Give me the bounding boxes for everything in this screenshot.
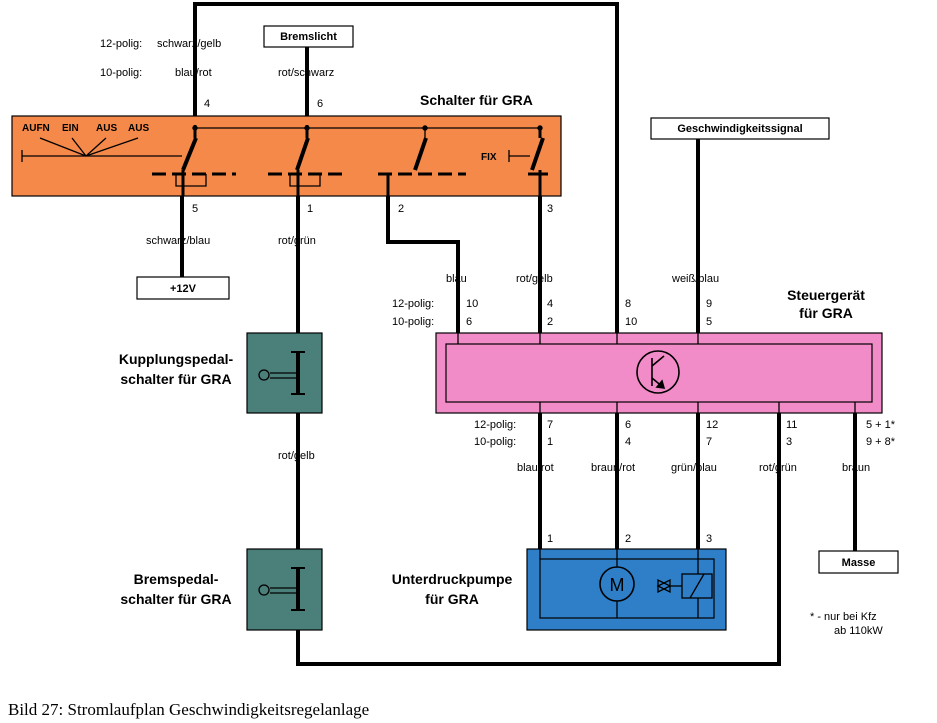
input-2-p12: 8 (625, 298, 631, 310)
switch-label-aus2: AUS (128, 123, 149, 134)
plus12v-label: +12V (170, 283, 197, 295)
brake-switch-title-2: schalter für GRA (120, 591, 231, 607)
output-0-color: blau/rot (517, 462, 554, 474)
control-unit (435, 332, 883, 414)
input-1-color: rot/gelb (516, 273, 553, 285)
wire-color-rot-schwarz: rot/schwarz (278, 67, 334, 79)
output-3-p10: 3 (786, 436, 792, 448)
output-1-color: braun/rot (591, 462, 635, 474)
output-2-p10: 7 (706, 436, 712, 448)
control-input-labels: 12-polig: 10-polig: blau 10 6 rot/gelb 4… (392, 273, 719, 328)
input-3-p10: 5 (706, 316, 712, 328)
label-12-polig-in: 12-polig: (392, 298, 434, 310)
input-3-p12: 9 (706, 298, 712, 310)
output-2-p12: 12 (706, 419, 718, 431)
wire-color-rot-gelb-mid: rot/gelb (278, 450, 315, 462)
switch-linkage (21, 127, 540, 162)
vacuum-pump-body (526, 548, 727, 631)
clutch-switch-title-1: Kupplungspedal- (119, 351, 234, 367)
output-2-color: grün/blau (671, 462, 717, 474)
wire-color-rot-gruen: rot/grün (278, 235, 316, 247)
input-2-p10: 10 (625, 316, 637, 328)
label-10-polig-out: 10-polig: (474, 436, 516, 448)
clutch-pedal-switch (246, 332, 323, 414)
pin-4-label: 4 (204, 98, 210, 110)
control-unit-title-2: für GRA (799, 305, 853, 321)
switch-bottom-labels: 5 1 2 3 schwarz/blau rot/grün (146, 203, 553, 247)
input-0-p10: 6 (466, 316, 472, 328)
vacuum-pump: M (526, 548, 727, 631)
control-unit-title-1: Steuergerät (787, 287, 865, 303)
pump-pin-1: 1 (547, 533, 553, 545)
control-output-labels: 12-polig: 10-polig: 7 1 blau/rot 6 4 bra… (474, 419, 896, 474)
label-10-polig-in: 10-polig: (392, 316, 434, 328)
masse-label: Masse (842, 557, 876, 569)
speed-signal-box: Geschwindigkeitssignal (650, 117, 830, 140)
gra-switch-panel: Schalter für GRA AUFN EIN AUS AUS FIX (11, 92, 562, 197)
input-3-color: weiß/blau (671, 273, 719, 285)
control-unit-inner (445, 343, 873, 403)
vacuum-pump-title-2: für GRA (425, 591, 479, 607)
switch-panel-title: Schalter für GRA (420, 92, 533, 108)
switch-label-aus1: AUS (96, 123, 117, 134)
speed-signal-label: Geschwindigkeitssignal (677, 123, 802, 135)
wire-signal-loop (193, 2, 619, 333)
wire-color-schwarz-blau: schwarz/blau (146, 235, 210, 247)
pin-6-label: 6 (317, 98, 323, 110)
pin-5-label: 5 (192, 203, 198, 215)
label-10-polig-top: 10-polig: (100, 67, 142, 79)
footnote-line-2: ab 110kW (834, 625, 883, 637)
plus12v-box: +12V (136, 276, 230, 300)
clutch-switch-title-2: schalter für GRA (120, 371, 231, 387)
vacuum-pump-inner (539, 558, 715, 619)
motor-icon: M (599, 566, 635, 602)
pin-2-label: 2 (398, 203, 404, 215)
control-unit-connectors (457, 333, 856, 413)
output-0-p12: 7 (547, 419, 553, 431)
figure-caption: Bild 27: Stromlaufplan Geschwindigkeitsr… (8, 700, 370, 719)
output-3-color: rot/grün (759, 462, 797, 474)
wires (180, 2, 857, 666)
switch-label-ein: EIN (62, 123, 79, 134)
brake-switch-body (246, 548, 323, 631)
label-12-polig-top: 12-polig: (100, 38, 142, 50)
vacuum-pump-title-1: Unterdruckpumpe (392, 571, 513, 587)
label-12-polig-out: 12-polig: (474, 419, 516, 431)
output-1-p10: 4 (625, 436, 631, 448)
input-0-color: blau (446, 273, 467, 285)
transistor-icon (636, 350, 680, 394)
bremslicht-label: Bremslicht (280, 31, 337, 43)
pump-pin-3: 3 (706, 533, 712, 545)
brake-switch-title-1: Bremspedal- (134, 571, 219, 587)
pin-1-label: 1 (307, 203, 313, 215)
output-0-p10: 1 (547, 436, 553, 448)
wire-blau (386, 196, 460, 333)
control-unit-outer (435, 332, 883, 414)
switch-contacts (181, 125, 545, 196)
input-1-p10: 2 (547, 316, 553, 328)
pump-pin-2: 2 (625, 533, 631, 545)
output-4-p12: 5 + 1* (866, 419, 896, 431)
valve-icon (656, 573, 713, 599)
output-4-p10: 9 + 8* (866, 436, 896, 448)
switch-label-aufn: AUFN (22, 123, 50, 134)
pin-3-label: 3 (547, 203, 553, 215)
switch-label-fix: FIX (481, 152, 497, 163)
masse-box: Masse (818, 550, 899, 574)
motor-label: M (610, 575, 625, 595)
bremslicht-box: Bremslicht (263, 25, 354, 48)
output-4-color: braun (842, 462, 870, 474)
output-1-p12: 6 (625, 419, 631, 431)
output-3-p12: 11 (786, 419, 797, 431)
brake-pedal-switch (246, 548, 323, 631)
wire-bottom-loop (296, 413, 781, 666)
top-labels: 12-polig: 10-polig: schwarz/gelb blau/ro… (100, 38, 334, 110)
input-1-p12: 4 (547, 298, 553, 310)
wire-color-10: blau/rot (175, 67, 212, 79)
wire-color-12: schwarz/gelb (157, 38, 221, 50)
footnote-line-1: * - nur bei Kfz (810, 611, 877, 623)
input-0-p12: 10 (466, 298, 478, 310)
